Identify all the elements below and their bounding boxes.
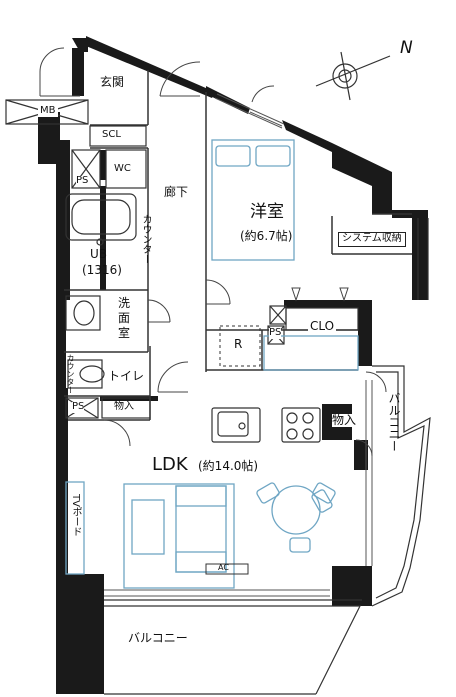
refrigerator-label: R bbox=[234, 337, 243, 351]
door-swings bbox=[39, 47, 387, 457]
kitchen-storage-label: 物入 bbox=[332, 413, 357, 427]
partitions bbox=[64, 70, 412, 421]
counter-label-2: カウンター bbox=[66, 354, 75, 394]
western-room-size-label: (約6.7帖) bbox=[240, 229, 293, 243]
wc-label: WC bbox=[114, 163, 131, 174]
shoe-cabinet-label: SCL bbox=[102, 129, 121, 140]
unit-bath-label: UB bbox=[90, 247, 108, 261]
fixtures bbox=[65, 295, 321, 443]
western-room-label: 洋室 bbox=[250, 202, 284, 222]
pipe-space-label-3: PS bbox=[72, 401, 85, 413]
corridor-label: 廊下 bbox=[164, 185, 189, 199]
walls bbox=[38, 36, 428, 694]
aircon-label: AC bbox=[218, 563, 229, 572]
compass-icon bbox=[315, 51, 391, 101]
entrance-label: 玄関 bbox=[100, 75, 125, 89]
balcony-bottom-label: バルコニー bbox=[128, 631, 188, 645]
system-storage-label: システム収納 bbox=[338, 232, 406, 247]
windows bbox=[104, 93, 373, 597]
storage-label: 物入 bbox=[114, 401, 134, 413]
refrigerator bbox=[219, 325, 261, 367]
counter-label-1: カウンター bbox=[140, 214, 151, 264]
unit-bath bbox=[65, 193, 137, 246]
tv-board-label: TVボード bbox=[70, 494, 81, 537]
toilet-label: トイレ bbox=[108, 369, 145, 383]
small-boxes bbox=[65, 125, 359, 419]
balcony-right-label: バルコニー bbox=[387, 392, 401, 452]
furniture bbox=[65, 139, 359, 589]
ldk-label: LDK bbox=[152, 454, 188, 475]
ldk-size-label: (約14.0帖) bbox=[198, 459, 259, 473]
washroom-label: 洗面室 bbox=[118, 296, 131, 340]
pipe-space-label-2: PS bbox=[269, 327, 282, 339]
north-label: N bbox=[400, 38, 413, 58]
unit-bath-size-label: (1316) bbox=[82, 263, 122, 277]
aircon-unit bbox=[205, 563, 249, 575]
balcony-outline bbox=[104, 218, 431, 695]
pipe-space-label-1: PS bbox=[76, 175, 89, 187]
meter-box-label: MB bbox=[38, 105, 58, 117]
closet-label: CLO bbox=[308, 319, 337, 333]
